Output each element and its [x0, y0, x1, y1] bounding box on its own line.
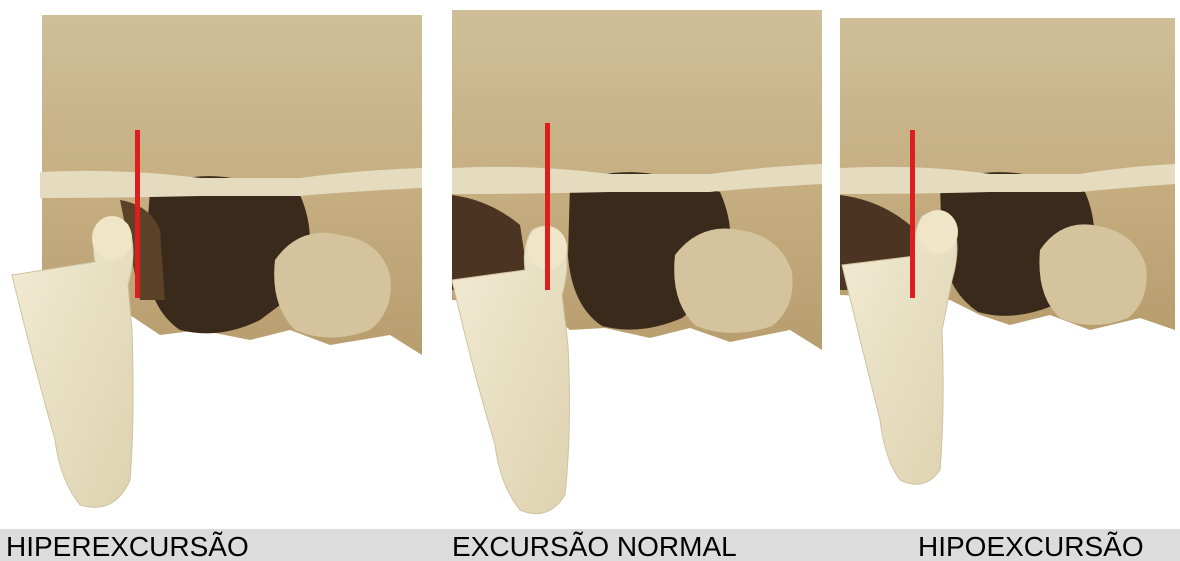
tmj-illustration-hiper: [0, 0, 430, 530]
tmj-illustration-hipo: [830, 0, 1180, 530]
panel-hipoexcursion: [830, 0, 1180, 530]
panel-hiperexcursion: [0, 0, 430, 530]
reference-line: [135, 130, 140, 298]
caption-normal-excursion: EXCURSÃO NORMAL: [452, 529, 737, 561]
tmj-illustration-normal: [430, 0, 830, 530]
panel-normal-excursion: [430, 0, 830, 530]
reference-line: [545, 123, 550, 290]
caption-hiperexcursion: HIPEREXCURSÃO: [6, 529, 249, 561]
condyle: [918, 210, 958, 254]
caption-hipoexcursion: HIPOEXCURSÃO: [918, 529, 1144, 561]
condyle: [92, 216, 132, 260]
reference-line: [910, 130, 915, 298]
mastoid-process: [274, 233, 391, 338]
